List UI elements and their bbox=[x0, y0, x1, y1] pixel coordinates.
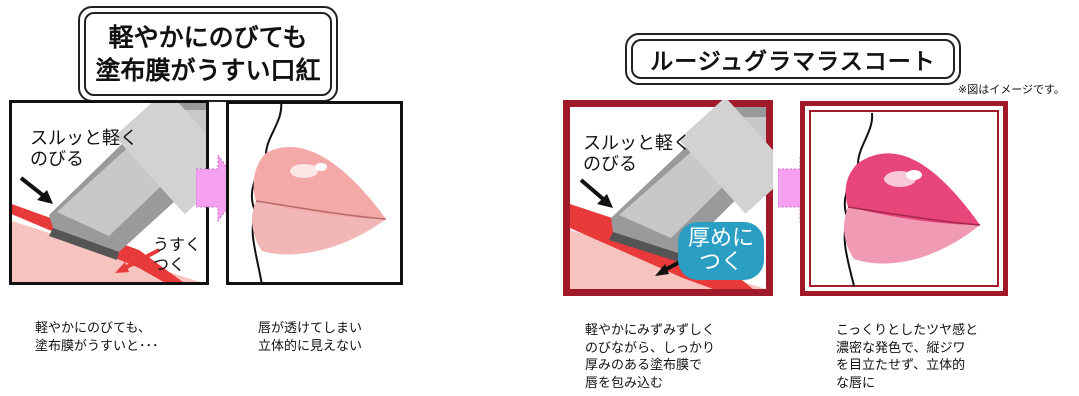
left-glide-label: スルッと軽く のびる bbox=[30, 128, 138, 170]
left-title: 軽やかにのびても 塗布膜がうすい口紅 bbox=[84, 12, 332, 96]
left-applicator-panel bbox=[9, 100, 209, 285]
right-thick-bubble: 厚めに つく bbox=[678, 222, 764, 280]
image-note: ※図はイメージです。 bbox=[958, 83, 1065, 96]
left-applicator-caption: 軽やかにのびても、 塗布膜がうすいと･･･ bbox=[35, 321, 159, 354]
right-lips-caption: こっくりとしたツヤ感と 濃密な発色で、縦ジワ を目立たせず、立体的 な唇に bbox=[836, 323, 979, 391]
right-applicator-caption: 軽やかにみずみずしく のびながら、しっかり 厚みのある塗布膜で 唇を包み込む bbox=[585, 323, 716, 391]
right-applicator-panel bbox=[563, 100, 773, 296]
right-glide-label: スルッと軽く のびる bbox=[583, 133, 691, 175]
right-title-box: ルージュグラマラスコート bbox=[625, 33, 961, 85]
left-thin-label: うすく つく bbox=[153, 235, 202, 274]
left-lips-panel bbox=[226, 101, 403, 285]
left-lips-caption: 唇が透けてしまい 立体的に見えない bbox=[258, 321, 363, 354]
left-title-box: 軽やかにのびても 塗布膜がうすい口紅 bbox=[78, 6, 338, 102]
right-lips-panel bbox=[800, 101, 1008, 296]
right-title: ルージュグラマラスコート bbox=[631, 39, 955, 79]
